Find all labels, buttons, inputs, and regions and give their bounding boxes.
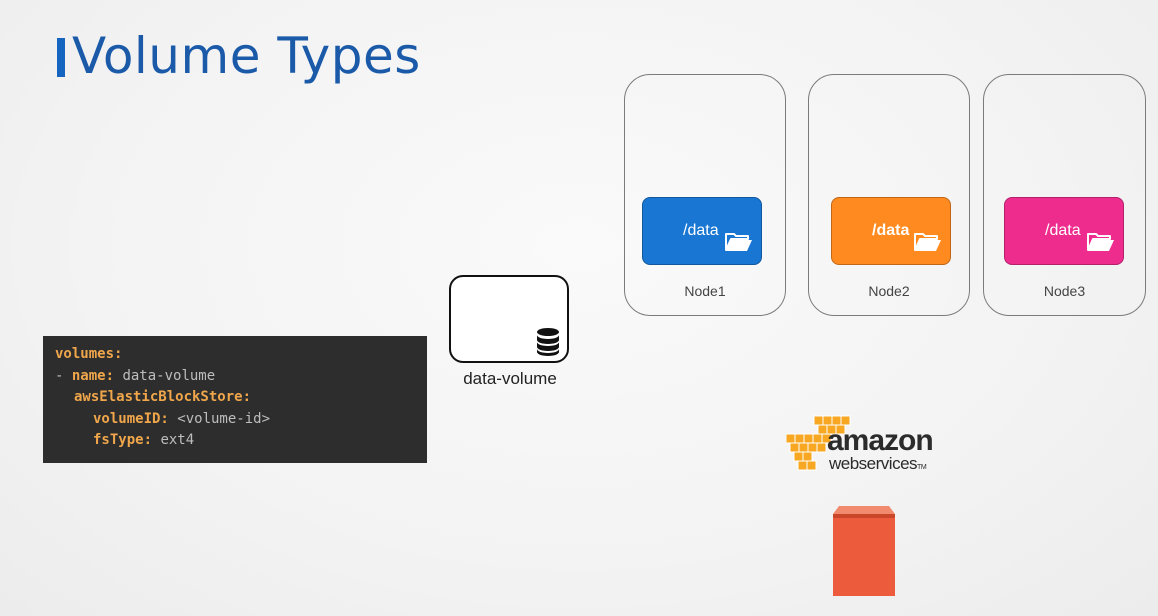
node-3: /data Node3 (983, 74, 1146, 316)
page-title: Volume Types (72, 27, 421, 85)
code-line-2: - name: data-volume (55, 366, 427, 388)
folder-open-icon (1087, 233, 1114, 251)
code-key: name: (71, 367, 115, 384)
code-value: ext4 (152, 432, 195, 448)
code-line-1: volumes: (55, 344, 427, 366)
node-3-label: Node3 (1043, 283, 1086, 299)
aws-cubes-logo (786, 415, 851, 471)
code-list-dash: - (55, 367, 72, 384)
aws-amazon-text: amazon (827, 424, 934, 457)
node-2-label: Node2 (868, 283, 910, 299)
node-2-data-volume: /data (831, 197, 951, 265)
node-1-data-volume: /data (642, 197, 762, 265)
node-1-data-label: /data (683, 222, 719, 239)
code-value: <volume-id> (168, 410, 271, 427)
node-3-data-volume: /data (1004, 197, 1124, 265)
database-icon (537, 328, 559, 356)
code-line-5: fsType: ext4 (55, 430, 427, 452)
node-2-data-label: /data (872, 222, 910, 239)
folder-open-icon (914, 233, 941, 251)
aws-trademark: TM (917, 464, 927, 471)
node-1: /data Node1 (624, 74, 786, 316)
code-line-3: awsElasticBlockStore: (55, 387, 427, 409)
node-1-label: Node1 (684, 283, 726, 299)
data-volume-box (449, 275, 569, 363)
code-key: volumes: (55, 346, 123, 362)
node-2: /data Node2 (808, 74, 970, 316)
folder-open-icon (725, 233, 752, 251)
node-3-data-label: /data (1045, 222, 1081, 239)
code-line-4: volumeID: <volume-id> (55, 409, 427, 431)
aws-webservices-text: webservicesTM (829, 454, 927, 478)
code-key: volumeID: (93, 410, 169, 427)
code-value: data-volume (114, 367, 216, 384)
aws-webservices-label: webservices (829, 454, 918, 473)
title-accent-bar (57, 38, 65, 77)
code-key: awsElasticBlockStore: (74, 389, 252, 405)
ebs-volume-icon (833, 506, 895, 596)
code-key: fsType: (93, 432, 153, 448)
data-volume-label: data-volume (463, 369, 557, 388)
yaml-code-block: volumes: - name: data-volume awsElasticB… (43, 336, 427, 463)
